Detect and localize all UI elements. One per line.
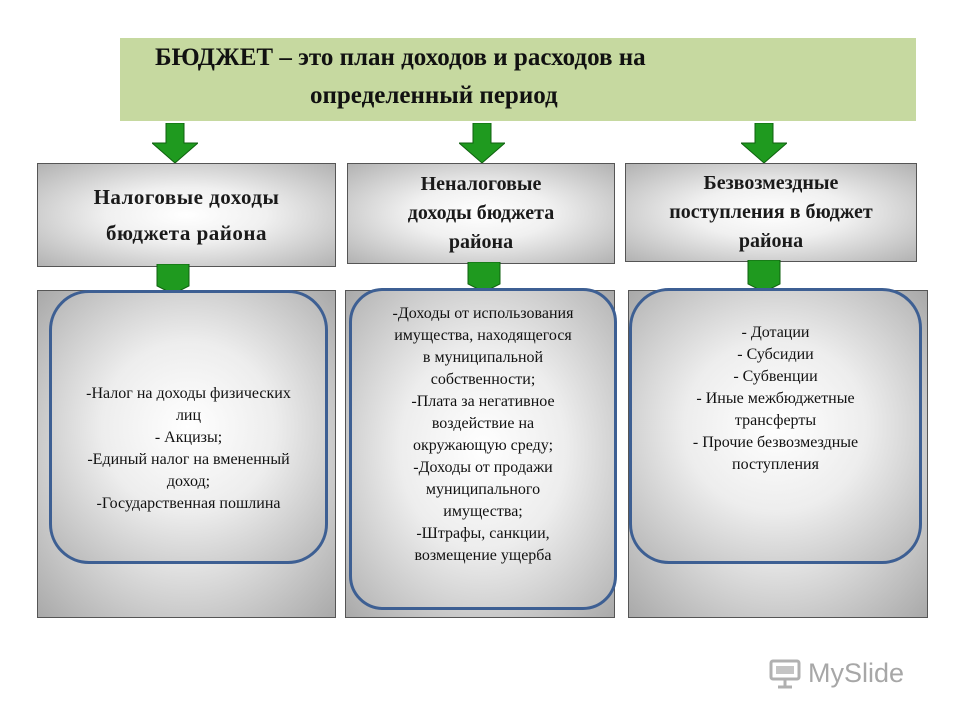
- heading-gratuitous-receipts: Безвозмездные поступления в бюджет район…: [625, 163, 917, 262]
- title-banner: [120, 38, 916, 121]
- gratuitous-receipts-list-box: - Дотации - Субсидии - Субвенции - Иные …: [629, 288, 922, 564]
- list-item: поступления: [732, 456, 819, 473]
- heading-line: Налоговые доходы: [93, 185, 280, 209]
- list-item: возмещение ущерба: [414, 547, 552, 564]
- list-item: - Акцизы;: [154, 429, 223, 446]
- list-item: -Налог на доходы физических: [86, 385, 291, 402]
- list-item: в муниципальной: [422, 349, 544, 366]
- list-item: - Субвенции: [733, 368, 818, 385]
- heading-tax-revenues: Налоговые доходы бюджета района: [37, 163, 336, 267]
- list-item: муниципального: [425, 481, 541, 498]
- list-item: - Иные межбюджетные: [696, 390, 855, 407]
- list-item: - Субсидии: [737, 346, 814, 363]
- list-item: -Единый налог на вмененный: [87, 451, 290, 468]
- arrow-down-icon: [459, 123, 505, 163]
- list-item: окружающую среду;: [412, 437, 554, 454]
- heading-non-tax-revenues: Неналоговые доходы бюджета района: [347, 163, 615, 264]
- logo-text: MySlide: [808, 657, 905, 688]
- list-item: -Государственная пошлина: [96, 495, 281, 512]
- tax-revenues-list-box: -Налог на доходы физических лиц - Акцизы…: [49, 290, 328, 564]
- list-item: -Доходы от продажи: [413, 459, 553, 476]
- list-item: имущества, находящегося: [394, 327, 572, 344]
- heading-line: доходы бюджета: [407, 202, 555, 224]
- list-item: собственности;: [430, 371, 536, 388]
- list-item: доход;: [166, 473, 211, 490]
- heading-line: Безвозмездные: [703, 172, 839, 194]
- list-item: лиц: [175, 407, 202, 424]
- title-line-1: БЮДЖЕТ – это план доходов и расходов на: [155, 44, 646, 71]
- heading-line: Неналоговые: [420, 173, 542, 195]
- list-item: -Штрафы, санкции,: [416, 525, 550, 542]
- list-item: трансферты: [734, 412, 817, 429]
- myslide-logo: MySlide: [768, 655, 904, 691]
- heading-line: района: [448, 231, 514, 253]
- heading-line: бюджета района: [106, 221, 267, 245]
- list-item: имущества;: [443, 503, 523, 520]
- arrow-down-icon: [741, 123, 787, 163]
- heading-line: района: [738, 230, 804, 252]
- title-line-2: определенный период: [310, 82, 558, 109]
- list-item: - Прочие безвозмездные: [692, 434, 859, 451]
- list-item: - Дотации: [741, 324, 810, 341]
- heading-line: поступления в бюджет: [669, 201, 873, 223]
- list-item: воздействие на: [431, 415, 535, 432]
- list-item: -Доходы от использования: [392, 305, 574, 322]
- arrow-down-icon: [152, 123, 198, 163]
- non-tax-revenues-list-box: -Доходы от использования имущества, нахо…: [349, 288, 617, 610]
- projector-icon: [769, 659, 801, 689]
- list-item: -Плата за негативное: [411, 393, 555, 410]
